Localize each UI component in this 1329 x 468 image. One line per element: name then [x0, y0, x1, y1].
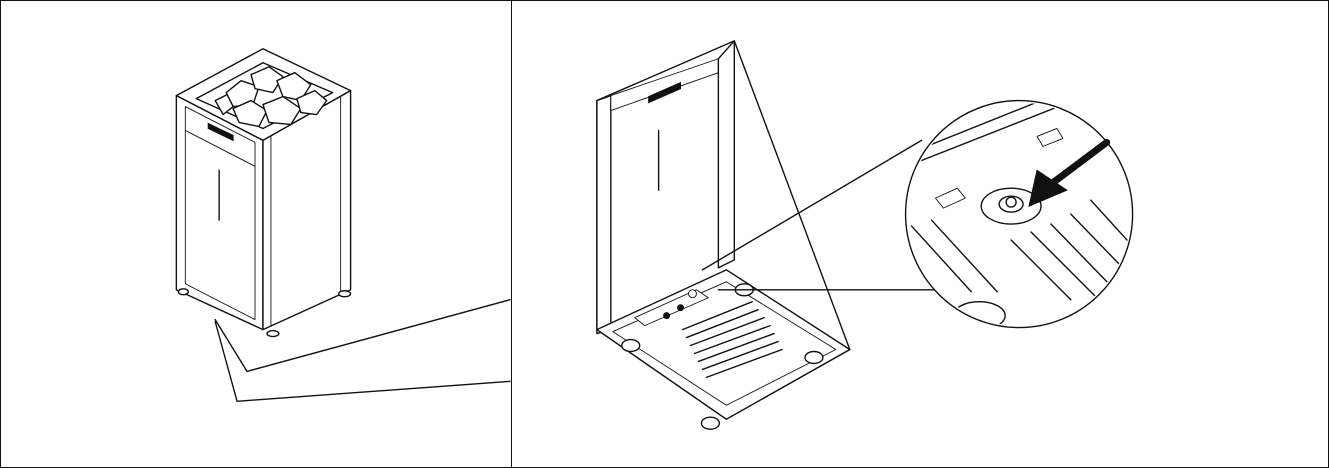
heater-underside-view-panel: [511, 1, 1328, 467]
vent-slot-icon: [701, 340, 779, 371]
arrow-icon: [1028, 138, 1111, 207]
foot-icon: [804, 350, 824, 365]
vent-slot-icon: [1070, 213, 1128, 273]
vent-slot-icon: [1010, 239, 1072, 301]
vent-slot-icon: [689, 316, 765, 347]
stone-icon: [296, 89, 328, 116]
foot-icon: [337, 290, 352, 298]
vent-slot-icon: [1050, 223, 1116, 291]
heater-body: [175, 48, 352, 338]
vent-slots: [681, 301, 783, 379]
heater-tilted-body: [596, 40, 851, 430]
logo-plate: [648, 81, 682, 104]
bolt-icon: [1005, 196, 1017, 208]
magnified-detail: [904, 99, 1134, 329]
stone-icon: [232, 99, 268, 128]
heater-front-view-drawing: [175, 48, 511, 402]
magnifier-leader-lines: [701, 139, 943, 291]
heater-front-view-panel: [1, 1, 511, 467]
stones: [214, 66, 328, 128]
vent-slot-icon: [1030, 231, 1096, 297]
square-pad: [934, 187, 966, 209]
heater-underside-view-drawing: [596, 40, 1134, 430]
foot-icon: [621, 338, 641, 353]
vent-slot-icon: [910, 225, 972, 293]
foot-icon: [700, 416, 721, 430]
stone-icon: [214, 93, 234, 116]
square-pad: [1036, 128, 1064, 147]
heater-front-edge: [596, 94, 612, 335]
stone-icon: [276, 71, 312, 102]
stone-icon: [262, 95, 302, 126]
vent-slot-icon: [1090, 199, 1131, 245]
vent-slot-icon: [681, 301, 753, 331]
vent-slot-icon: [705, 348, 783, 379]
vent-slot-icon: [693, 324, 771, 355]
foot-icon: [266, 329, 280, 338]
foot-icon: [177, 288, 189, 296]
vent-slot-icon: [930, 219, 998, 293]
logo-plate: [207, 122, 234, 142]
vent-slot-icon: [697, 332, 775, 363]
callout-leader-lines: [214, 299, 511, 402]
vent-slot-icon: [685, 308, 759, 339]
